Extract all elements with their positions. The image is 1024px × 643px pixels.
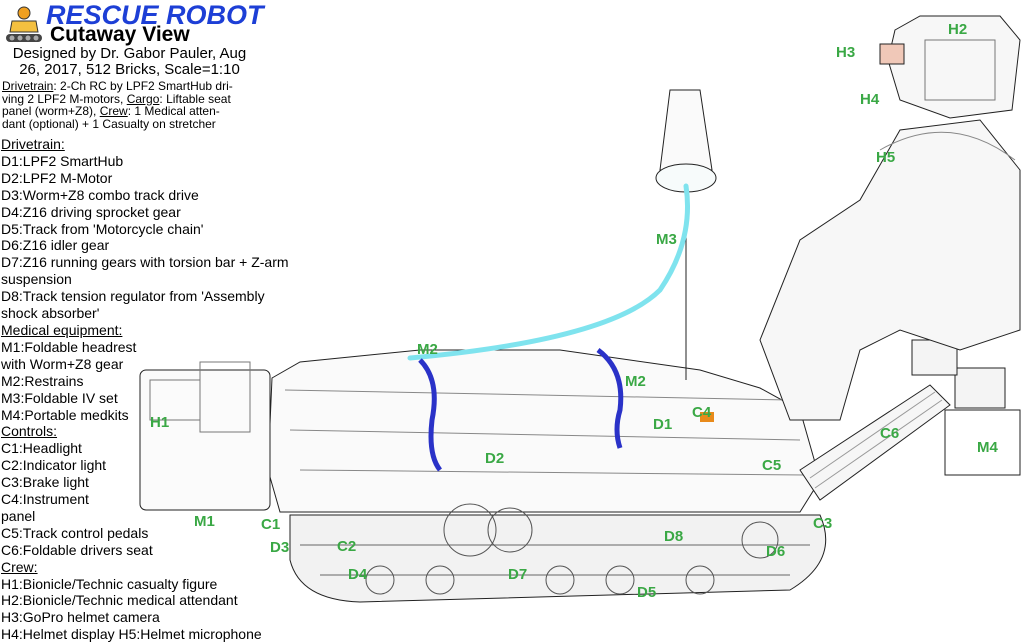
legend-item: D3:Worm+Z8 combo track drive: [1, 186, 199, 203]
legend-item: C5:Track control pedals: [1, 524, 149, 541]
callout-d3: D3: [270, 539, 290, 556]
legend-item: H1:Bionicle/Technic casualty figure: [1, 575, 218, 592]
legend-item: M3:Foldable IV set: [1, 389, 118, 406]
iv-tube: [407, 183, 691, 361]
vehicle-outline: [139, 15, 1021, 603]
callout-c3: C3: [813, 515, 833, 532]
legend-item: D8:Track tension regulator from 'Assembl…: [1, 288, 265, 305]
diagram-title: RESCUE ROBOT: [46, 0, 264, 30]
callout-d4: D4: [348, 566, 368, 583]
legend-item: C4:Instrument: [1, 491, 89, 508]
legend-section-heading: Drivetrain:: [1, 136, 65, 152]
legend-item: H4:Helmet display H5:Helmet microphone: [1, 626, 262, 643]
legend-item: M1:Foldable headrest: [1, 338, 137, 355]
callout-d6: D6: [766, 543, 786, 560]
callout-d1: D1: [653, 416, 673, 433]
callout-c2: C2: [337, 538, 357, 555]
summary-text: panel (worm+Z8),: [2, 104, 100, 118]
summary-text: : 2-Ch RC by LPF2 SmartHub dri-: [53, 79, 233, 93]
callout-m3: M3: [656, 231, 677, 248]
callout-h5: H5: [876, 149, 896, 166]
summary-label: Drivetrain: [2, 79, 54, 93]
callout-c4: C4: [692, 404, 712, 421]
legend-item: suspension: [1, 271, 72, 288]
summary-label: Crew: [99, 104, 128, 118]
legend-item: H2:Bionicle/Technic medical attendant: [1, 592, 238, 609]
callout-m4: M4: [977, 439, 998, 456]
legend-item: D2:LPF2 M-Motor: [1, 169, 113, 186]
legend-item: shock absorber': [1, 305, 100, 322]
legend-item: M4:Portable medkits: [1, 406, 129, 423]
callout-m2: M2: [417, 341, 438, 358]
callout-h2: H2: [948, 21, 968, 38]
legend-item: D6:Z16 idler gear: [1, 237, 110, 254]
callout-h4: H4: [860, 91, 880, 108]
diagram-subtitle: Cutaway View: [50, 23, 190, 46]
restraint-strap: [418, 358, 443, 472]
legend-item: D5:Track from 'Motorcycle chain': [1, 220, 204, 237]
summary-label: Cargo: [126, 91, 160, 106]
callout-c6: C6: [880, 425, 900, 442]
legend-section-heading: Medical equipment:: [1, 321, 123, 338]
credit-line: 26, 2017, 512 Bricks, Scale=1:10: [19, 61, 240, 78]
summary-text: : 1 Medical atten-: [127, 104, 220, 118]
restraint-strap: [596, 347, 624, 449]
legend-item: with Worm+Z8 gear: [1, 355, 124, 372]
legend-item: D1:LPF2 SmartHub: [1, 152, 124, 169]
legend-item: C1:Headlight: [1, 440, 82, 457]
summary-text: : Liftable seat: [159, 91, 231, 106]
callout-d2: D2: [485, 450, 505, 467]
credit-line: Designed by Dr. Gabor Pauler, Aug: [12, 45, 247, 62]
legend-item: D4:Z16 driving sprocket gear: [1, 203, 181, 220]
callout-c5: C5: [762, 457, 782, 474]
callout-c1: C1: [261, 516, 281, 533]
callout-d8: D8: [664, 528, 684, 545]
callout-d7: D7: [508, 566, 528, 583]
legend-item: D7:Z16 running gears with torsion bar + …: [1, 254, 289, 271]
summary-text: ving 2 LPF2 M-motors,: [2, 91, 127, 106]
warning-light: [700, 412, 714, 422]
legend-item: C3:Brake light: [1, 474, 89, 491]
robot-logo-icon: [6, 6, 42, 42]
callout-m1: M1: [194, 513, 215, 530]
legend-item: C2:Indicator light: [1, 457, 107, 474]
callout-d5: D5: [637, 584, 657, 601]
designer-credit: Designed by Dr. Gabor Pauler, Aug 26, 20…: [2, 46, 257, 78]
callout-h3: H3: [836, 44, 856, 61]
legend-item: H3:GoPro helmet camera: [1, 609, 160, 626]
spec-summary: Drivetrain: 2-Ch RC by LPF2 SmartHub dri…: [2, 80, 257, 130]
legend-section-heading: Crew:: [1, 558, 38, 575]
legend-section-heading: Controls:: [1, 423, 58, 440]
legend-item: panel: [1, 507, 36, 524]
callout-h1: H1: [150, 414, 170, 431]
legend-item: M2:Restrains: [1, 372, 84, 389]
callout-m2: M2: [625, 373, 646, 390]
legend-item: C6:Foldable drivers seat: [1, 541, 153, 558]
summary-text: dant (optional) + 1 Casualty on stretche…: [2, 116, 216, 131]
